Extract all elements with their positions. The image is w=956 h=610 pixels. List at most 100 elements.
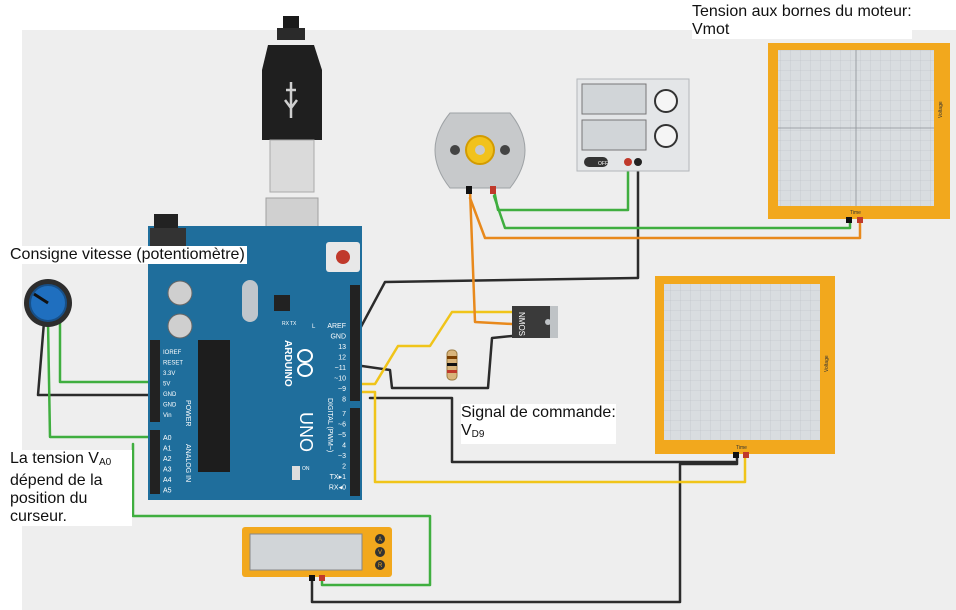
- a0-line1: La tension VA0: [10, 450, 132, 472]
- control-signal-line2: VD9: [461, 422, 616, 444]
- power-pin-label-3: 5V: [163, 382, 170, 388]
- usb-cable: [262, 16, 322, 233]
- analog-header-label: ANALOG IN: [184, 444, 191, 482]
- wire-d9-gate[interactable]: [353, 310, 514, 386]
- power-supply[interactable]: OFF: [576, 78, 690, 172]
- wire-scope2-gnd[interactable]: [368, 396, 737, 464]
- digital-top-pin-label-0: AREF: [327, 323, 346, 330]
- wire-d9-scope2[interactable]: [353, 390, 747, 484]
- multimeter-mode-r[interactable]: [375, 560, 385, 570]
- psu-off-label: OFF: [598, 161, 608, 167]
- digital-bottom-pin-label-7: RX◂0: [329, 485, 346, 492]
- wire-pot-5v[interactable]: [58, 318, 159, 384]
- digital-bottom-pin-label-0: 7: [342, 411, 346, 418]
- a0-line2: dépend de la: [10, 472, 103, 489]
- digital-top-pin-labels: AREF GND 13 12 ~11 ~10 ~9 8: [327, 323, 346, 404]
- rx-label: RX: [282, 321, 290, 327]
- a0-voltage-label: La tension VA0 dépend de la position du …: [10, 450, 132, 526]
- scope1-axis-y-label: Voltage: [938, 101, 944, 118]
- digital-top-pin-label-3: 12: [338, 355, 346, 362]
- multimeter-mode-r-label: R: [378, 563, 383, 569]
- control-signal-line1: Signal de commande:: [461, 404, 616, 421]
- oscilloscope-command[interactable]: Voltage Time: [655, 276, 835, 458]
- on-led: [292, 466, 300, 480]
- power-header[interactable]: [150, 340, 160, 422]
- digital-header-bottom[interactable]: [350, 408, 360, 496]
- tx-label: TX: [290, 321, 297, 327]
- power-pin-label-0: IOREF: [163, 350, 182, 356]
- psu-voltage-knob[interactable]: [654, 89, 678, 113]
- analog-pin-label-0: A0: [163, 435, 172, 442]
- power-pin-label-2: 3.3V: [163, 371, 175, 377]
- digital-bottom-pin-label-2: ~5: [338, 432, 346, 439]
- digital-bottom-pin-label-5: 2: [342, 464, 346, 471]
- wire-gnd-psu[interactable]: [353, 161, 640, 340]
- nmos-transistor[interactable]: NMOS: [512, 306, 558, 338]
- scope1-axis-x-label: Time: [850, 210, 861, 216]
- scope2-axis-y-label: Voltage: [824, 355, 830, 372]
- arduino-logo-icon: [297, 349, 313, 377]
- power-pin-label-5: GND: [163, 403, 177, 409]
- psu-current-knob[interactable]: [654, 124, 678, 148]
- a0-line4: curseur.: [10, 508, 67, 525]
- multimeter-mode-v[interactable]: [375, 547, 385, 557]
- power-header-label: POWER: [184, 400, 191, 426]
- power-pin-label-6: Vin: [163, 413, 172, 419]
- arduino-brand-label: ARDUINO: [282, 340, 293, 387]
- a0-line3: position du: [10, 490, 88, 507]
- analog-pin-label-5: A5: [163, 488, 172, 495]
- wire-motor-scope1-orange[interactable]: [468, 196, 862, 240]
- power-pin-label-4: GND: [163, 392, 177, 398]
- wire-motor-scope1-green[interactable]: [492, 194, 852, 230]
- l-led-label: L: [312, 324, 316, 330]
- digital-header-label: DIGITAL (PWM~): [326, 398, 333, 452]
- analog-pin-label-1: A1: [163, 446, 172, 453]
- uno-model-label: UNO: [296, 412, 316, 452]
- dc-motor[interactable]: [434, 112, 526, 194]
- atmega-chip: [198, 340, 230, 472]
- motor-voltage-label: Tension aux bornes du moteur: Vmot: [692, 3, 912, 39]
- power-pin-label-1: RESET: [163, 361, 183, 367]
- multimeter-mode-v-label: V: [378, 550, 382, 556]
- nmos-label: NMOS: [517, 312, 526, 336]
- wire-multimeter-gnd[interactable]: [310, 453, 739, 604]
- digital-top-pin-label-2: 13: [338, 344, 346, 351]
- digital-top-pin-label-5: ~10: [334, 376, 346, 383]
- power-pin-labels: IOREF RESET 3.3V 5V GND GND Vin: [163, 350, 183, 419]
- scope2-axis-x-label: Time: [736, 445, 747, 451]
- analog-pin-label-3: A3: [163, 467, 172, 474]
- motor-voltage-line2: Vmot: [692, 21, 730, 38]
- analog-header[interactable]: [150, 430, 160, 494]
- wire-a0-multimeter[interactable]: [131, 442, 432, 587]
- potentiometer-knob-icon: [33, 292, 49, 305]
- digital-top-pin-label-1: GND: [330, 334, 346, 341]
- wires: [36, 161, 862, 604]
- digital-top-pin-label-7: 8: [342, 397, 346, 404]
- multimeter[interactable]: A V R: [242, 527, 392, 581]
- wire-pot-gnd[interactable]: [36, 320, 159, 397]
- a0-v: La tension V: [10, 450, 99, 467]
- digital-header-top[interactable]: [350, 285, 360, 401]
- digital-top-pin-label-4: ~11: [335, 365, 346, 372]
- digital-bottom-pin-label-4: ~3: [338, 453, 346, 460]
- multimeter-mode-a-label: A: [378, 537, 382, 543]
- digital-bottom-pin-label-6: TX▸1: [330, 474, 346, 481]
- wire-pot-a0[interactable]: [46, 320, 159, 439]
- oscilloscope-motor[interactable]: Voltage Time: [768, 43, 950, 223]
- on-label: ON: [302, 466, 310, 472]
- potentiometer[interactable]: [24, 279, 72, 327]
- a0-sub: A0: [98, 457, 112, 468]
- digital-bottom-pin-label-3: 4: [342, 443, 346, 450]
- wire-motor-drain[interactable]: [468, 188, 514, 326]
- control-signal-v: V: [461, 422, 472, 439]
- psu-power-switch[interactable]: [584, 157, 608, 167]
- digital-top-pin-label-6: ~9: [338, 386, 346, 393]
- analog-pin-label-2: A2: [163, 456, 172, 463]
- multimeter-mode-a[interactable]: [375, 534, 385, 544]
- resistor[interactable]: [446, 349, 458, 381]
- analog-pin-label-4: A4: [163, 477, 172, 484]
